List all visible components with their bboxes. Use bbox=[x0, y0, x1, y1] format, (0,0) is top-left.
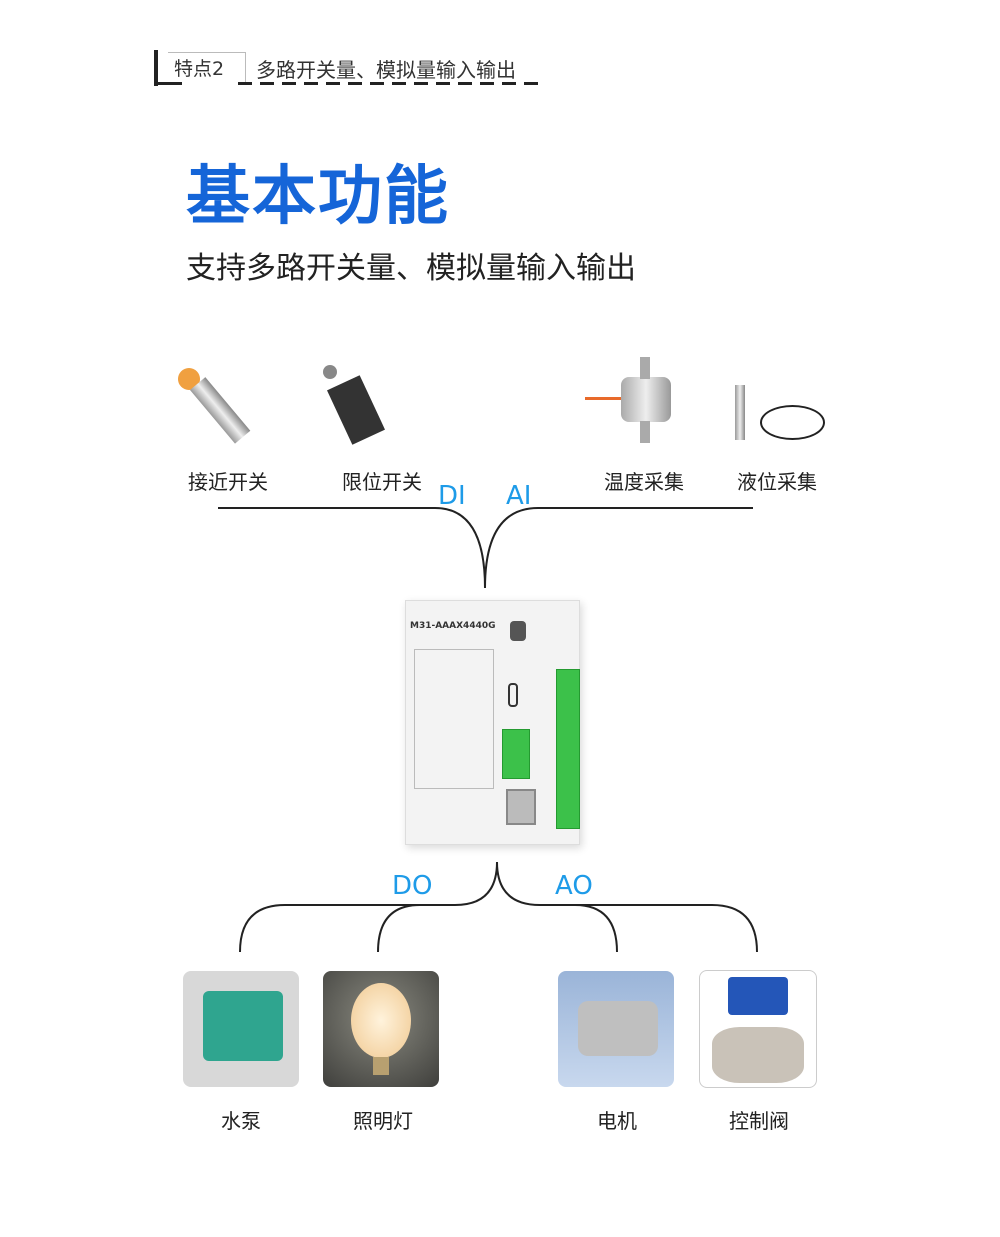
page-title: 基本功能 bbox=[186, 160, 450, 234]
page-subtitle: 支持多路开关量、模拟量输入输出 bbox=[186, 251, 636, 286]
input-label-temperature: 温度采集 bbox=[604, 470, 684, 494]
output-label-motor: 电机 bbox=[597, 1109, 637, 1133]
device-model-label: M31-AAAX4440G bbox=[410, 621, 496, 631]
output-connector-ao-inner bbox=[574, 904, 618, 953]
input-connector-right bbox=[484, 507, 753, 589]
header-title: 多路开关量、模拟量输入输出 bbox=[256, 58, 516, 82]
load-cell-sensor-photo bbox=[585, 355, 695, 450]
ai-label: AI bbox=[506, 481, 532, 511]
output-connector-do-inner bbox=[377, 904, 421, 953]
water-pump-photo bbox=[183, 971, 299, 1087]
io-module-device: M31-AAAX4440G bbox=[405, 600, 580, 845]
level-sensor-photo bbox=[730, 355, 830, 450]
ethernet-port bbox=[506, 789, 536, 825]
output-label-light: 照明灯 bbox=[353, 1109, 413, 1133]
input-label-limit-switch: 限位开关 bbox=[342, 470, 422, 494]
header-accent-base bbox=[154, 82, 182, 85]
input-label-level: 液位采集 bbox=[737, 470, 817, 494]
input-label-proximity-switch: 接近开关 bbox=[188, 470, 268, 494]
output-connector-ao-outer bbox=[496, 861, 758, 953]
header-accent-bar bbox=[154, 50, 158, 86]
di-label: DI bbox=[438, 481, 466, 511]
control-valve-photo bbox=[699, 970, 817, 1088]
output-label-water-pump: 水泵 bbox=[221, 1109, 261, 1133]
header-dashed-divider bbox=[238, 82, 543, 85]
robot-logo bbox=[510, 621, 526, 641]
input-connector-left bbox=[218, 507, 486, 589]
light-bulb-photo bbox=[323, 971, 439, 1087]
feature-tag: 特点2 bbox=[168, 52, 246, 84]
output-label-valve: 控制阀 bbox=[729, 1109, 789, 1133]
wiring-diagram bbox=[414, 649, 494, 789]
proximity-switch-photo bbox=[170, 360, 280, 460]
output-connector-do-outer bbox=[239, 861, 498, 953]
ao-label: AO bbox=[555, 871, 593, 901]
do-label: DO bbox=[392, 871, 433, 901]
limit-switch-photo bbox=[318, 360, 418, 455]
usb-c-port bbox=[508, 683, 518, 707]
terminal-block-large bbox=[556, 669, 580, 829]
terminal-block-small bbox=[502, 729, 530, 779]
motor-photo bbox=[558, 971, 674, 1087]
